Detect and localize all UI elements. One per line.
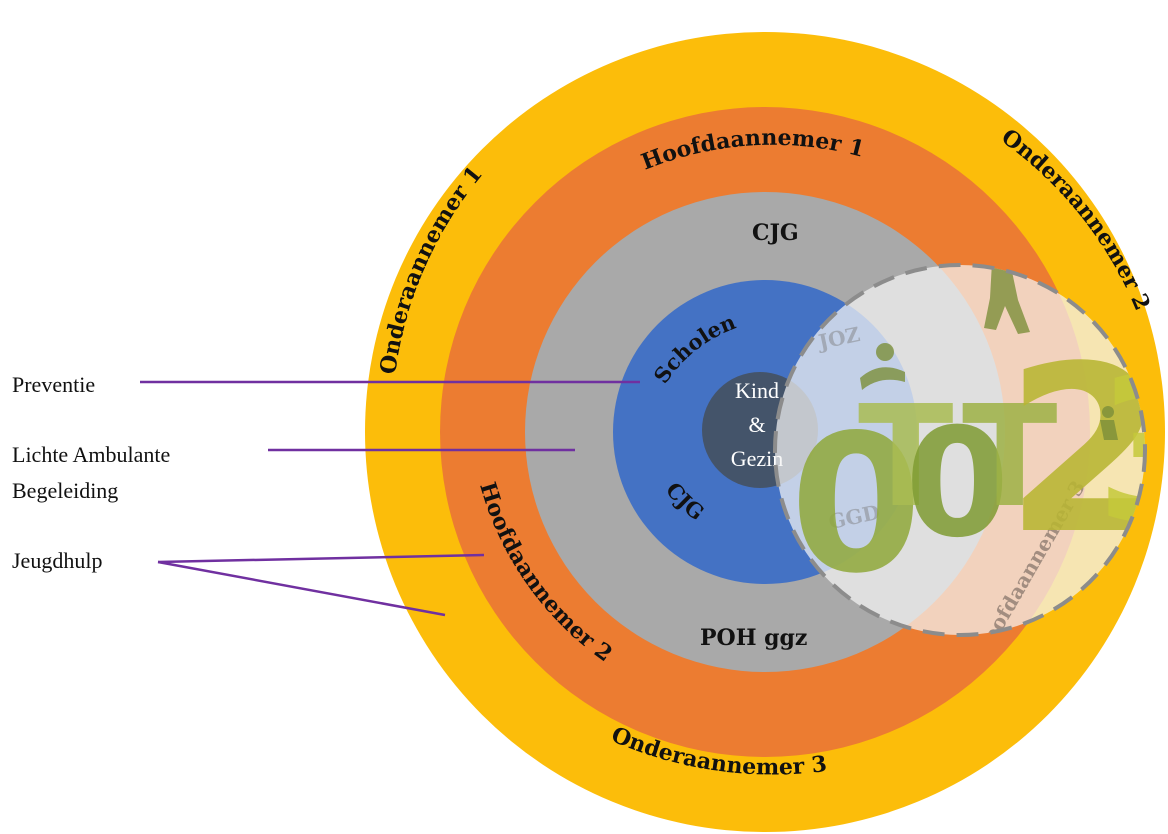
leader-line-jeugdhulp-a <box>157 553 485 564</box>
label-poh-ggz: POH ggz <box>700 625 807 651</box>
side-label-lichte-line2: Begeleiding <box>12 478 118 503</box>
overlay-digit-ta: T <box>858 376 954 539</box>
leader-line-jeugdhulp-b <box>157 560 446 617</box>
side-label-jeugdhulp: Jeugdhulp <box>12 548 102 573</box>
center-label-amp: & <box>748 412 765 437</box>
overlay-digit-0b: 0 <box>905 397 1009 571</box>
label-cjg-top: CJG <box>752 220 799 246</box>
overlay-digit-tb: T <box>962 376 1058 539</box>
center-label-kind: Kind <box>735 378 779 403</box>
side-label-lichte-line1: Lichte Ambulante <box>12 442 170 467</box>
side-label-preventie: Preventie <box>12 372 95 397</box>
person-sitting-icon <box>1100 406 1118 440</box>
person-reading-icon <box>860 343 905 390</box>
person-silhouette-icon <box>984 265 1030 334</box>
